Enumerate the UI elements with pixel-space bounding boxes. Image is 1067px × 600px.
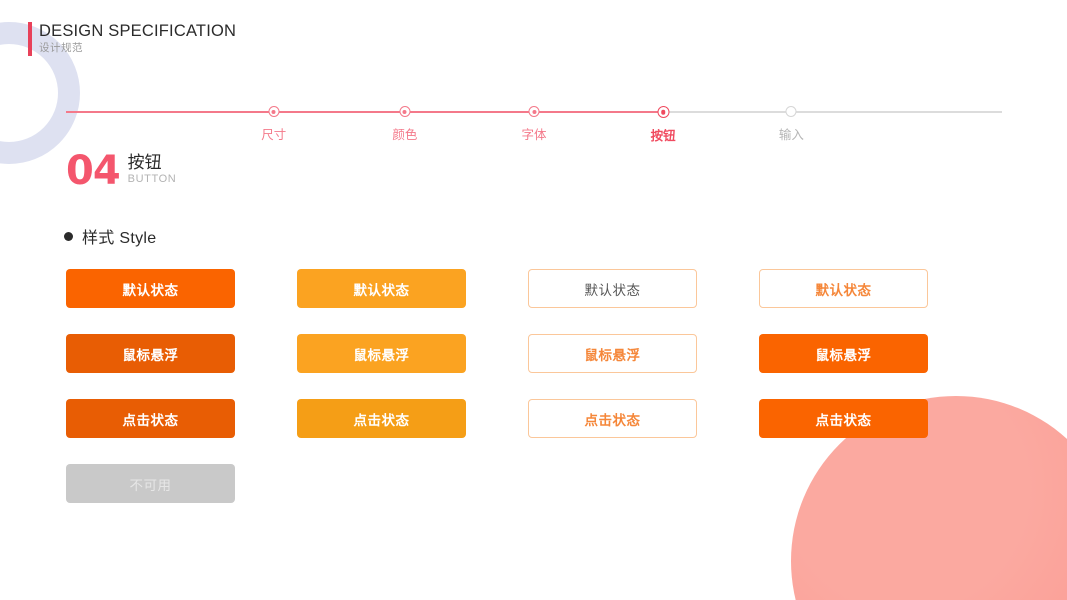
button-cell: 默认状态 (66, 269, 235, 308)
button-default-amber[interactable]: 默认状态 (297, 269, 466, 308)
button-cell: 不可用 (66, 464, 235, 503)
button-active-amber[interactable]: 点击状态 (297, 399, 466, 438)
button-cell: 默认状态 (759, 269, 928, 308)
step-timeline: 尺寸 颜色 字体 按钮 输入 (66, 96, 1002, 144)
step-dot-icon (268, 106, 280, 117)
button-cell: 点击状态 (759, 399, 928, 438)
section-title-en: BUTTON (127, 173, 177, 185)
bullet-icon (64, 231, 73, 241)
button-default-outline-gray[interactable]: 默认状态 (528, 269, 697, 308)
button-active-filled[interactable]: 点击状态 (759, 399, 928, 438)
style-label-text: 样式 Style (82, 230, 157, 247)
step-label: 输入 (778, 128, 804, 142)
button-cell (759, 464, 928, 503)
step-label: 字体 (521, 128, 547, 142)
button-hover-filled[interactable]: 鼠标悬浮 (759, 334, 928, 373)
button-disabled: 不可用 (66, 464, 235, 503)
header-accent-bar (28, 22, 32, 56)
button-cell: 鼠标悬浮 (759, 334, 928, 373)
step-item-size[interactable]: 尺寸 (261, 96, 286, 143)
button-row-active: 点击状态 点击状态 点击状态 点击状态 (66, 399, 931, 438)
style-section-label: 样式 Style (64, 224, 156, 248)
button-cell: 鼠标悬浮 (528, 334, 697, 373)
button-specimen-grid: 默认状态 默认状态 默认状态 默认状态 鼠标悬浮 鼠标悬浮 鼠标悬浮 鼠标悬浮 … (66, 269, 931, 529)
section-number: 04 (66, 148, 121, 194)
button-hover-primary[interactable]: 鼠标悬浮 (66, 334, 235, 373)
button-row-hover: 鼠标悬浮 鼠标悬浮 鼠标悬浮 鼠标悬浮 (66, 334, 931, 373)
step-dot-icon (657, 106, 670, 118)
page-header: DESIGN SPECIFICATION 设计规范 (28, 22, 236, 56)
button-hover-amber[interactable]: 鼠标悬浮 (297, 334, 466, 373)
button-cell: 鼠标悬浮 (66, 334, 235, 373)
section-heading: 04 按钮 BUTTON (66, 148, 177, 194)
header-text-group: DESIGN SPECIFICATION 设计规范 (39, 22, 236, 56)
step-item-button[interactable]: 按钮 (651, 96, 676, 144)
step-item-input[interactable]: 输入 (779, 96, 804, 143)
button-default-outline-orange[interactable]: 默认状态 (759, 269, 928, 308)
button-cell: 点击状态 (66, 399, 235, 438)
section-title-group: 按钮 BUTTON (128, 152, 177, 186)
step-label: 颜色 (392, 128, 418, 142)
button-cell: 点击状态 (528, 399, 697, 438)
button-hover-outline[interactable]: 鼠标悬浮 (528, 334, 697, 373)
button-cell (297, 464, 466, 503)
step-label: 尺寸 (261, 128, 287, 142)
step-dot-icon (528, 106, 540, 117)
step-dot-icon (399, 106, 411, 117)
button-cell: 鼠标悬浮 (297, 334, 466, 373)
button-active-primary[interactable]: 点击状态 (66, 399, 235, 438)
step-item-font[interactable]: 字体 (521, 96, 547, 143)
step-item-color[interactable]: 颜色 (392, 96, 417, 143)
button-row-default: 默认状态 默认状态 默认状态 默认状态 (66, 269, 931, 308)
button-cell: 点击状态 (297, 399, 466, 438)
button-cell: 默认状态 (297, 269, 466, 308)
section-title-cn: 按钮 (127, 153, 162, 172)
timeline-progress (66, 111, 664, 113)
page-subtitle: 设计规范 (39, 42, 83, 54)
button-cell: 默认状态 (528, 269, 697, 308)
step-dot-icon (785, 106, 797, 117)
button-row-disabled: 不可用 (66, 464, 931, 503)
button-active-outline[interactable]: 点击状态 (528, 399, 697, 438)
button-cell (528, 464, 697, 503)
step-label: 按钮 (650, 129, 676, 143)
button-default-primary[interactable]: 默认状态 (66, 269, 235, 308)
page-title: DESIGN SPECIFICATION (39, 22, 237, 40)
